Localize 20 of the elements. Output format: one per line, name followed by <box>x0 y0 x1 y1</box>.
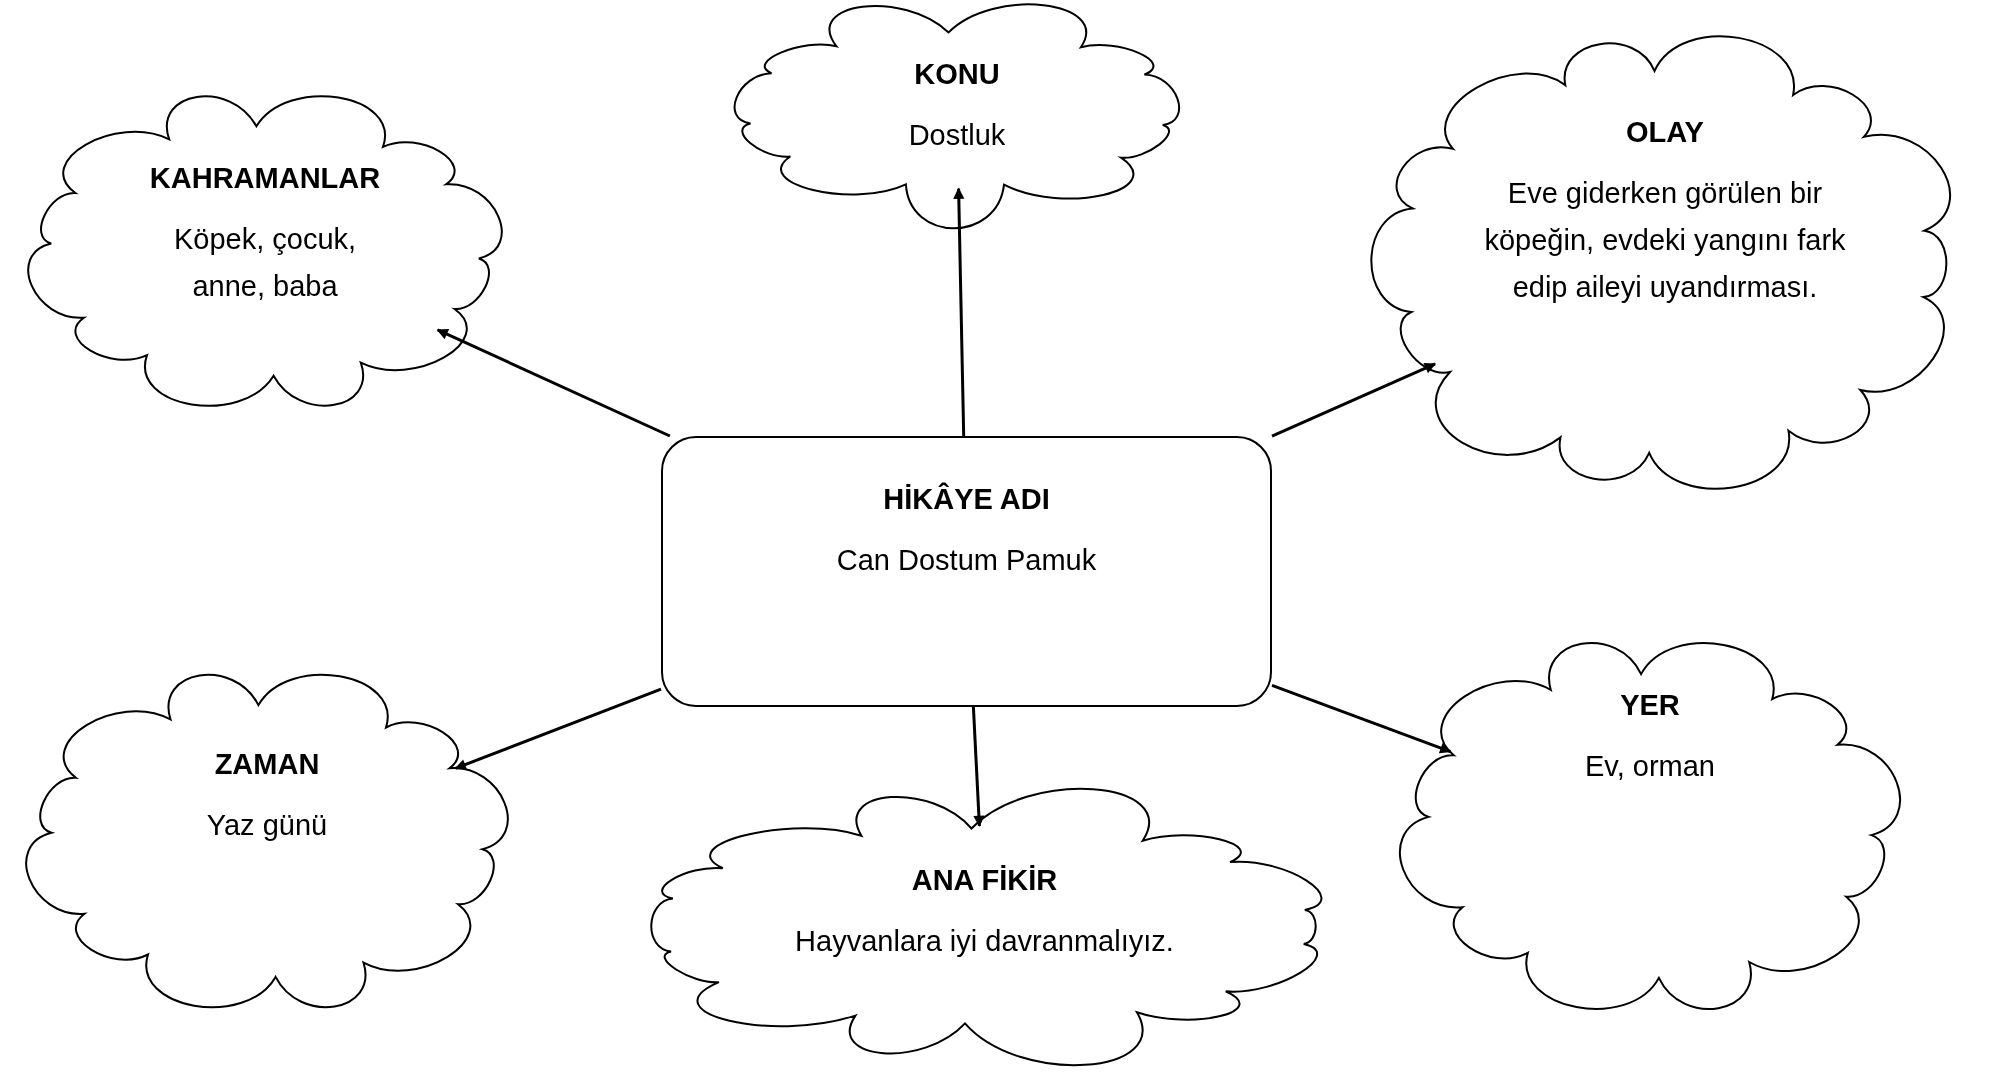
body-text: Köpek, çocuk, anne, baba <box>172 221 358 304</box>
heading-text: HİKÂYE ADI <box>882 481 1051 517</box>
body-text: Yaz günü <box>205 807 329 843</box>
heading-text: OLAY <box>1625 115 1705 150</box>
heading-text: KONU <box>913 57 1001 92</box>
arrow <box>1271 683 1452 754</box>
heading-text: YER <box>1619 688 1681 723</box>
body-text: Hayvanlara iyi davranmalıyız. <box>794 923 1175 959</box>
arrow <box>1271 362 1436 438</box>
arrow <box>971 706 985 827</box>
body-text: Ev, orman <box>1584 748 1716 784</box>
body-text: Can Dostum Pamuk <box>835 542 1098 578</box>
arrow <box>953 187 966 437</box>
body-text: Dostluk <box>907 117 1007 153</box>
heading-text: ANA FİKİR <box>910 863 1059 898</box>
heading-text: ZAMAN <box>213 747 321 782</box>
arrow <box>454 687 662 770</box>
heading-text: KAHRAMANLAR <box>148 161 382 196</box>
body-text: Eve giderken görülen bir köpeğin, evdeki yangını fark edip aileyi uyandırması. <box>1483 175 1847 305</box>
arrow <box>436 328 671 438</box>
